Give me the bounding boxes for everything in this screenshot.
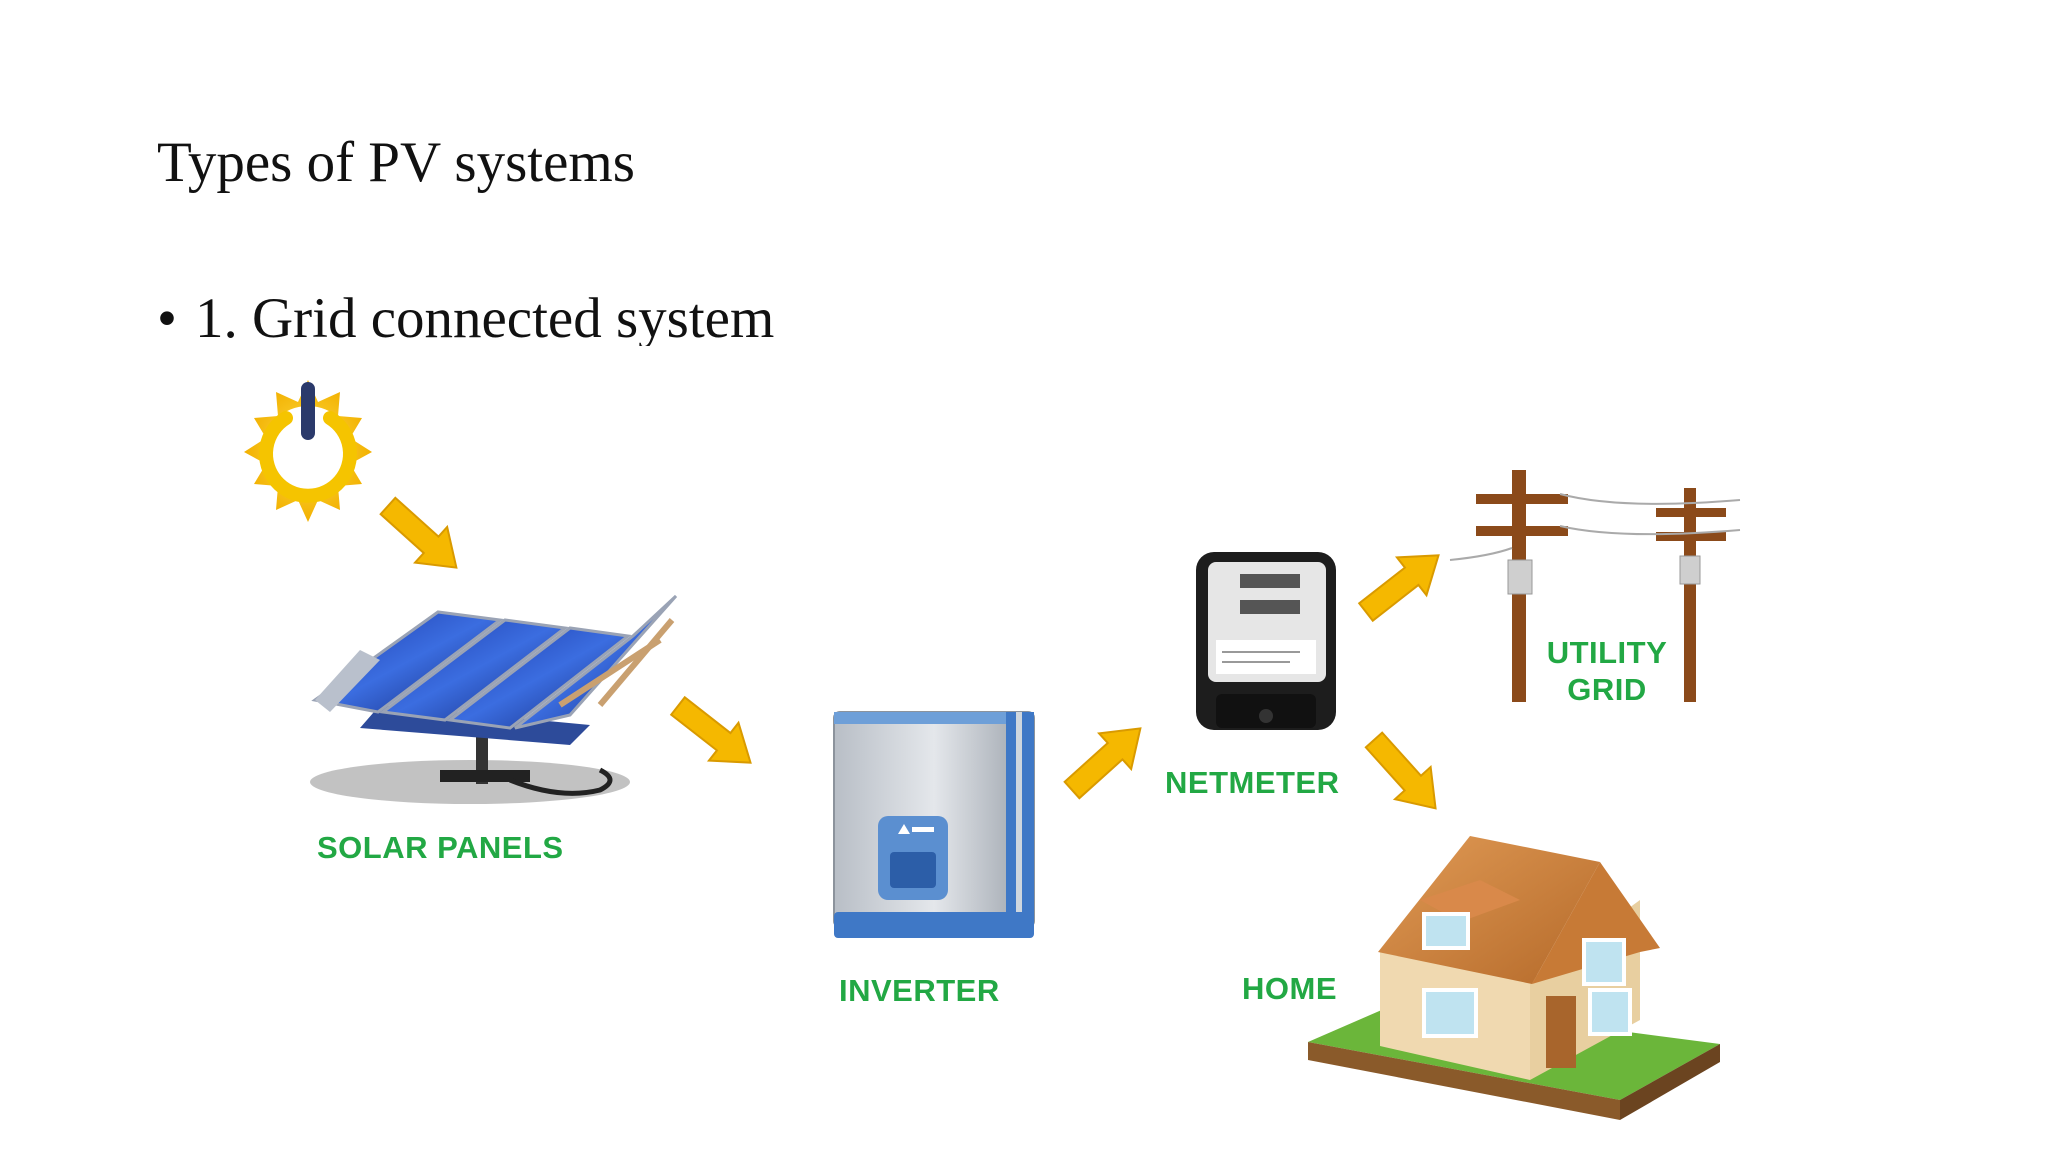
bullet-item: • 1. Grid connected system bbox=[157, 290, 774, 346]
arrow-inverter-to-meter bbox=[1054, 709, 1158, 809]
label-utility-line2: GRID bbox=[1567, 672, 1647, 708]
arrow-meter-to-grid bbox=[1350, 535, 1455, 632]
label-inverter: INVERTER bbox=[839, 973, 1000, 1008]
bullet-marker: • bbox=[157, 290, 177, 346]
arrow-meter-to-home bbox=[1355, 722, 1455, 826]
solar-panel-icon bbox=[310, 594, 678, 804]
label-home: HOME bbox=[1242, 971, 1337, 1006]
bullet-text: 1. Grid connected system bbox=[194, 290, 775, 346]
label-netmeter: NETMETER bbox=[1165, 765, 1340, 800]
label-utility-line1: UTILITY bbox=[1546, 635, 1668, 670]
label-solar-panels: SOLAR PANELS bbox=[317, 830, 564, 865]
arrow-sun-to-panels bbox=[370, 487, 474, 587]
net-meter-icon bbox=[1196, 552, 1336, 730]
label-utility-grid: UTILITY GRID bbox=[1507, 634, 1707, 708]
slide-title: Types of PV systems bbox=[157, 131, 635, 194]
inverter-icon bbox=[833, 711, 1035, 938]
utility-pole-icon bbox=[1449, 470, 1741, 702]
sun-power-icon bbox=[244, 380, 372, 522]
house-icon bbox=[1308, 836, 1720, 1120]
arrow-panels-to-inverter bbox=[662, 686, 767, 783]
